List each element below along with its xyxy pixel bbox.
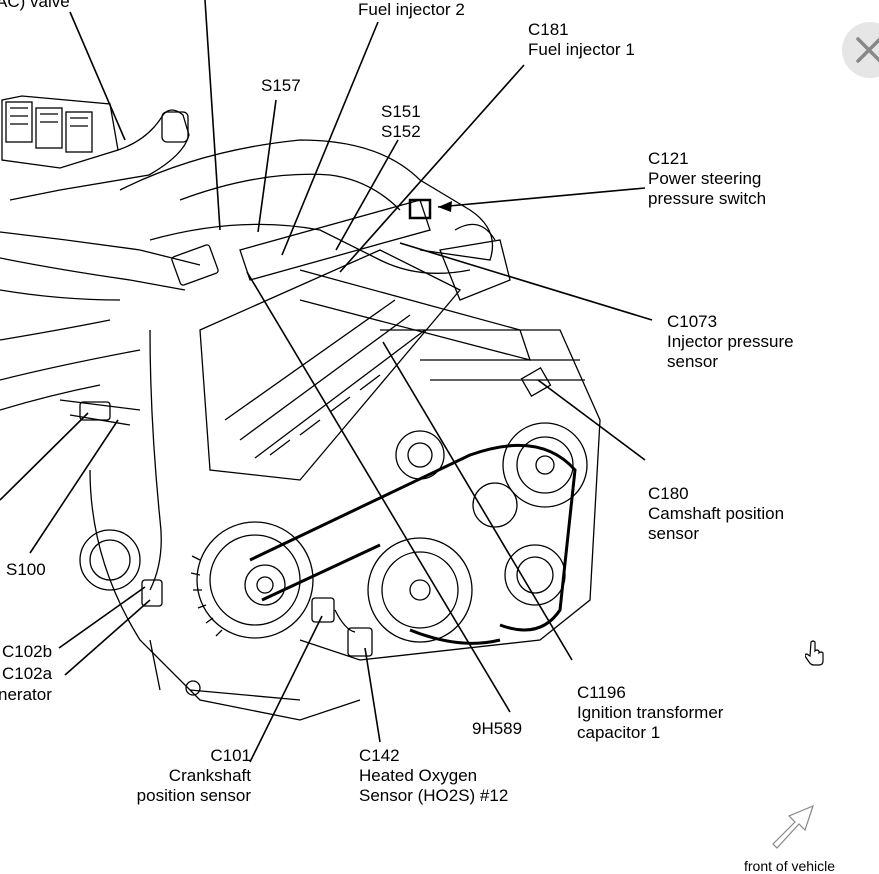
close-icon [856,37,879,63]
arrow-icon [772,804,814,849]
s100-label: S100 [6,560,46,580]
c142-code: C142 [359,746,400,765]
front-of-vehicle-label: front of vehicle [744,858,835,874]
c1196-code: C1196 [577,683,626,702]
c181-desc: Fuel injector 1 [528,40,635,59]
c1073-label: C1073 Injector pressure sensor [667,312,794,372]
fuel-injector-2-label: Fuel injector 2 [358,0,465,20]
front-of-vehicle-text: front of vehicle [744,858,836,874]
front-of-vehicle-indicator [765,802,825,857]
generator-label: nerator [0,685,52,705]
c142-desc1: Heated Oxygen [359,766,478,785]
generator-text: nerator [0,685,52,704]
c1196-label: C1196 Ignition transformer capacitor 1 [577,683,723,743]
c180-desc1: Camshaft position [648,504,785,523]
leader-lines [0,0,653,763]
engine-drawing [0,95,601,721]
c181-label: C181 Fuel injector 1 [528,20,635,60]
close-button[interactable] [842,22,879,78]
c121-label: C121 Power steering pressure switch [648,149,766,209]
s152-text: S152 [381,122,421,141]
c181-code: C181 [528,20,569,39]
c101-desc1: Crankshaft [168,766,251,785]
hand-pointer-icon [804,640,825,671]
c102a-text: C102a [2,664,53,683]
arrowheads [438,201,452,212]
c101-label: C101 Crankshaft position sensor [110,746,251,806]
9h589-label: 9H589 [472,719,522,739]
c121-desc1: Power steering [648,169,762,188]
c1196-desc1: Ignition transformer [577,703,724,722]
s157-text: S157 [261,76,301,95]
c1073-code: C1073 [667,312,718,331]
c1073-desc2: sensor [667,352,719,371]
c180-code: C180 [648,484,689,503]
s151-s152-label: S151 S152 [381,102,421,142]
c102b-label: C102b [2,642,52,662]
s100-text: S100 [6,560,46,579]
c142-label: C142 Heated Oxygen Sensor (HO2S) #12 [359,746,508,806]
fuel-injector-2-text: Fuel injector 2 [358,0,465,19]
c121-desc2: pressure switch [648,189,767,208]
c121-code: C121 [648,149,689,168]
s157-label: S157 [261,76,301,96]
c142-desc2: Sensor (HO2S) #12 [359,786,509,805]
c1196-desc2: capacitor 1 [577,723,661,742]
9h589-text: 9H589 [472,719,523,738]
s151-text: S151 [381,102,421,121]
c102a-label: C102a [2,664,52,684]
c101-code: C101 [210,746,251,765]
c102b-text: C102b [2,642,53,661]
c101-desc2: position sensor [136,786,251,805]
c180-label: C180 Camshaft position sensor [648,484,784,544]
valve-text: AC) valve [0,0,70,11]
c1073-desc1: Injector pressure [667,332,794,351]
c180-desc2: sensor [648,524,700,543]
valve-label: AC) valve [0,0,70,12]
